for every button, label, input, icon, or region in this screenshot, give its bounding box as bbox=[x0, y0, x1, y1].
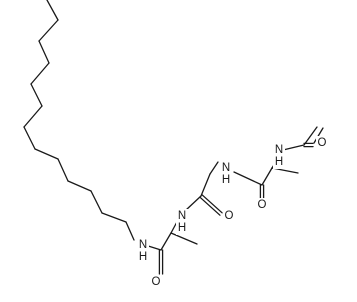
bond-c1-ngly bbox=[233, 171, 263, 186]
bond-ch2-c2 bbox=[200, 173, 211, 197]
atom-n_ac: NH bbox=[273, 143, 285, 169]
bond-dodecyl-6 bbox=[23, 126, 36, 150]
bond-layer bbox=[23, 0, 324, 275]
bond-dodecyl-2 bbox=[90, 190, 103, 214]
atom-o_ala2: O bbox=[150, 275, 162, 289]
bond-ca2-c3 bbox=[160, 232, 172, 251]
atom-symbol-o_gly: O bbox=[225, 210, 234, 222]
bond-dodecyl-10 bbox=[38, 40, 50, 64]
atom-symbol-o_ala2: O bbox=[152, 276, 161, 288]
bond-dodecyl-11 bbox=[38, 19, 59, 42]
atom-symbol-o_ala1: O bbox=[258, 199, 267, 211]
bond-dodecyl-0 bbox=[125, 221, 135, 241]
bond-acetyl-n bbox=[282, 144, 305, 151]
bond-dodecyl-1 bbox=[101, 212, 127, 223]
atom-o_ac: O bbox=[316, 136, 328, 150]
atom-o_ala1: O bbox=[256, 198, 268, 212]
bond-ca2-methyl bbox=[170, 232, 198, 245]
atom-symbol-n_gly: N bbox=[222, 162, 230, 174]
bond-c2-ogly-2 bbox=[199, 196, 221, 216]
bond-dodecyl-9 bbox=[30, 62, 50, 85]
atom-hydrogen-n_dodec: H bbox=[139, 251, 147, 263]
atom-n_ala2: NH bbox=[176, 209, 188, 235]
atom-symbol-n_ac: N bbox=[275, 144, 283, 156]
bond-c2-nala2 bbox=[185, 195, 202, 211]
atom-symbol-n_dodec: N bbox=[139, 239, 147, 251]
bond-dodecyl-3 bbox=[67, 180, 92, 192]
bond-acetyl-methyl bbox=[313, 127, 324, 144]
bond-ca1-c1 bbox=[261, 167, 273, 186]
bond-dodecyl-4 bbox=[57, 158, 69, 182]
bond-dodecyl-7 bbox=[23, 105, 43, 128]
atom-hydrogen-n_ac: H bbox=[275, 156, 283, 168]
bond-c2-ogly bbox=[201, 194, 223, 214]
atom-n_gly: NH bbox=[220, 161, 232, 187]
atom-hydrogen-n_gly: H bbox=[222, 174, 230, 186]
bond-acetyl-methyl bbox=[303, 126, 318, 146]
bond-dodecyl-8 bbox=[30, 83, 43, 107]
atom-symbol-o_ac: O bbox=[318, 137, 327, 149]
bond-ngly-ch2 bbox=[209, 161, 219, 175]
bond-dodecyl-5 bbox=[34, 148, 59, 160]
atom-symbol-n_ala2: N bbox=[178, 210, 186, 222]
atom-hydrogen-n_ala2: H bbox=[178, 222, 186, 234]
atom-o_gly: O bbox=[223, 209, 235, 223]
atom-n_dodec: NH bbox=[137, 238, 149, 264]
bond-dodecyl-12 bbox=[46, 0, 59, 21]
